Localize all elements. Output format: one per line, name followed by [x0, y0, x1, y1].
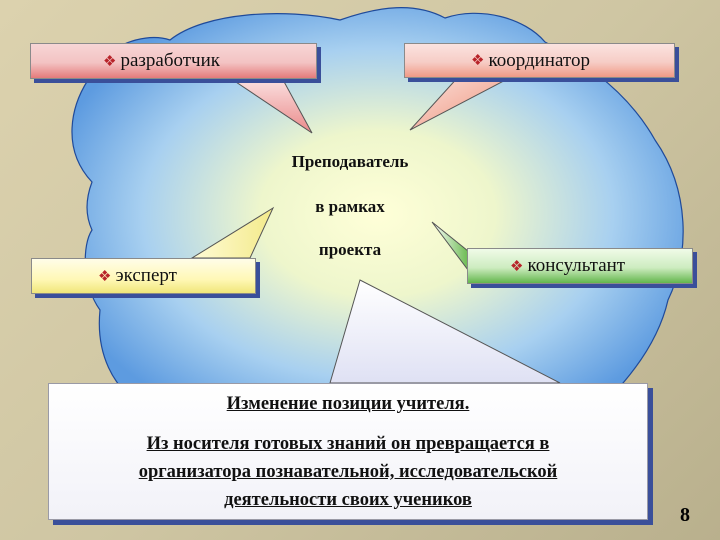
role-consultant-box: ❖ консультант [467, 248, 693, 284]
diamond-bullet-icon: ❖ [98, 268, 112, 285]
info-box: Изменение позиции учителя. Из носителя г… [48, 383, 648, 520]
role-coordinator-box: ❖ координатор [404, 43, 675, 78]
role-developer-box: ❖ разработчик [30, 43, 317, 79]
role-expert-box: ❖ эксперт [31, 258, 256, 294]
info-title: Изменение позиции учителя. [226, 394, 470, 414]
role-consultant-label: консультант [527, 255, 626, 276]
center-title-line2: в рамках [315, 197, 385, 216]
diamond-bullet-icon: ❖ [103, 53, 117, 70]
role-developer-label: разработчик [120, 50, 220, 71]
role-expert-label: эксперт [115, 265, 177, 286]
page-number: 8 [680, 504, 690, 526]
info-text-line1: Из носителя готовых знаний он превращает… [146, 434, 550, 454]
center-title-line3: проекта [318, 240, 382, 259]
info-text-line3: деятельности своих учеников [224, 490, 472, 510]
diamond-bullet-icon: ❖ [471, 53, 485, 69]
role-coordinator-label: координатор [488, 49, 590, 71]
center-title-line1: Преподаватель [291, 152, 409, 171]
diamond-bullet-icon: ❖ [510, 258, 524, 275]
info-text-line2: организатора познавательной, исследовате… [138, 462, 558, 482]
